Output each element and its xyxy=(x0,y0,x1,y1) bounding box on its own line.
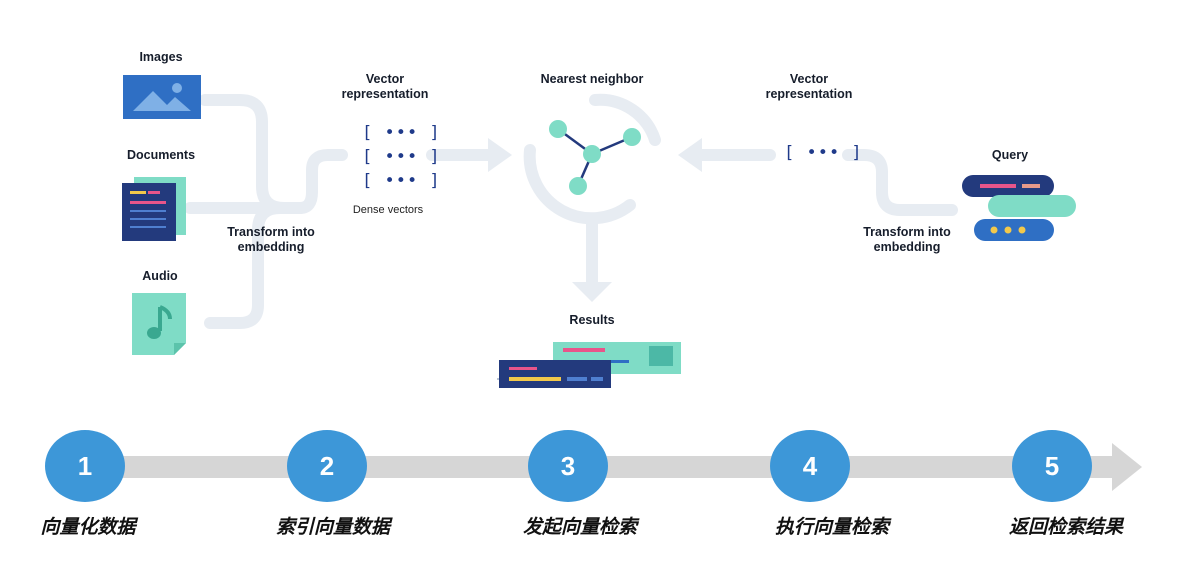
step-2-label: 索引向量数据 xyxy=(275,516,390,538)
documents-label: Documents xyxy=(126,148,196,162)
nearest-neighbor-label: Nearest neighbor xyxy=(540,72,644,86)
right-vector-line1: Vector xyxy=(789,72,829,86)
audio-label: Audio xyxy=(142,269,178,283)
step-3-label: 发起向量检索 xyxy=(522,516,637,538)
step-1-badge: 1 xyxy=(45,430,125,502)
dense-vector-row: [ ••• ] xyxy=(362,147,441,167)
query-chat-icon xyxy=(962,175,1076,241)
results-label: Results xyxy=(569,313,615,327)
right-transform-line1: Transform into xyxy=(863,225,951,239)
audio-file-icon xyxy=(132,293,186,355)
dense-vector-row: [ ••• ] xyxy=(362,123,441,143)
nearest-neighbor-graph-icon xyxy=(549,120,641,195)
step-1-label: 向量化数据 xyxy=(40,516,136,538)
step-4-label: 执行向量检索 xyxy=(774,516,889,538)
document-icon xyxy=(122,177,186,241)
query-vector-row: [ ••• ] xyxy=(784,143,863,163)
dense-vector-row: [ ••• ] xyxy=(362,171,441,191)
images-label: Images xyxy=(139,50,183,64)
dense-vectors-caption: Dense vectors xyxy=(352,204,424,216)
results-cards-icon xyxy=(497,342,681,388)
left-vector-line2: representation xyxy=(341,87,429,101)
left-vector-line1: Vector xyxy=(365,72,405,86)
step-5-badge: 5 xyxy=(1012,430,1092,502)
left-transform-line1: Transform into xyxy=(227,225,315,239)
image-icon xyxy=(123,75,201,119)
step-5-label: 返回检索结果 xyxy=(1008,516,1123,538)
right-vector-line2: representation xyxy=(765,87,853,101)
step-3-badge: 3 xyxy=(528,430,608,502)
right-vector-title: Vector representation xyxy=(750,72,868,102)
right-transform-label: Transform into embedding xyxy=(852,225,962,255)
query-label: Query xyxy=(991,148,1029,162)
left-transform-label: Transform into embedding xyxy=(218,225,324,255)
step-4-badge: 4 xyxy=(770,430,850,502)
left-vector-title: Vector representation xyxy=(325,72,445,102)
right-transform-line2: embedding xyxy=(873,240,941,254)
left-transform-line2: embedding xyxy=(237,240,305,254)
step-2-badge: 2 xyxy=(287,430,367,502)
